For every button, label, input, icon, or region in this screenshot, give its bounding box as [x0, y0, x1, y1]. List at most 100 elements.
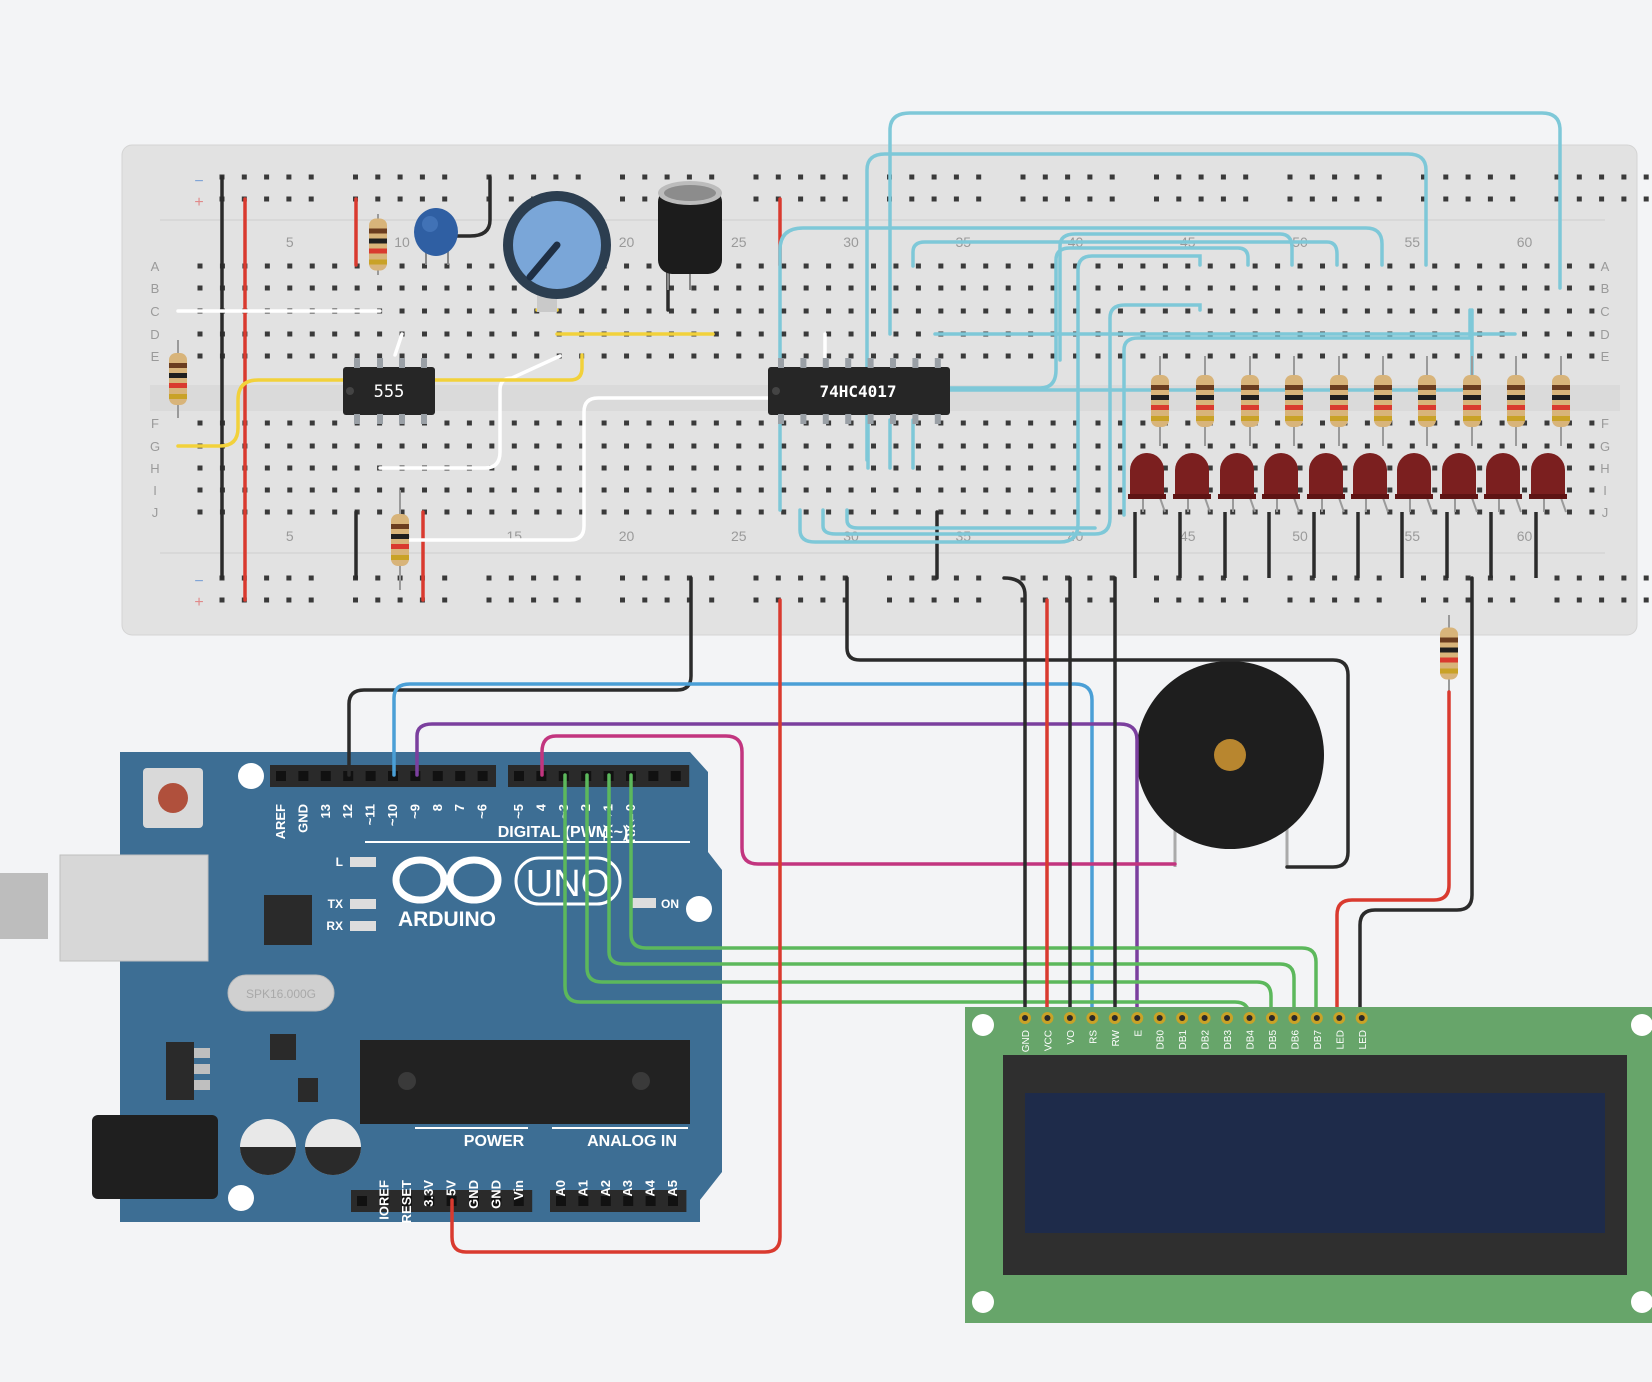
rail-hole[interactable] [843, 197, 848, 202]
breadboard-hole[interactable] [826, 488, 831, 493]
breadboard-hole[interactable] [1545, 444, 1550, 449]
breadboard-hole[interactable] [714, 510, 719, 515]
breadboard-hole[interactable] [1477, 466, 1482, 471]
rail-hole[interactable] [976, 197, 981, 202]
rail-hole[interactable] [820, 175, 825, 180]
header-pin[interactable] [671, 771, 681, 781]
breadboard-hole[interactable] [1522, 444, 1527, 449]
breadboard-hole[interactable] [467, 286, 472, 291]
breadboard-hole[interactable] [1589, 332, 1594, 337]
breadboard-hole[interactable] [804, 332, 809, 337]
rail-hole[interactable] [1288, 576, 1293, 581]
breadboard-hole[interactable] [647, 488, 652, 493]
breadboard-hole[interactable] [1365, 264, 1370, 269]
breadboard-hole[interactable] [893, 510, 898, 515]
breadboard-hole[interactable] [1096, 354, 1101, 359]
breadboard-hole[interactable] [1567, 510, 1572, 515]
header-pin[interactable] [514, 771, 524, 781]
rail-hole[interactable] [976, 576, 981, 581]
breadboard-hole[interactable] [1208, 444, 1213, 449]
rail-hole[interactable] [1555, 576, 1560, 581]
breadboard-hole[interactable] [377, 354, 382, 359]
breadboard-hole[interactable] [759, 488, 764, 493]
breadboard-hole[interactable] [332, 421, 337, 426]
breadboard-hole[interactable] [1140, 354, 1145, 359]
breadboard-hole[interactable] [893, 488, 898, 493]
breadboard-hole[interactable] [826, 354, 831, 359]
rail-hole[interactable] [1310, 598, 1315, 603]
breadboard-hole[interactable] [1365, 354, 1370, 359]
breadboard-hole[interactable] [444, 421, 449, 426]
rail-hole[interactable] [909, 175, 914, 180]
breadboard-hole[interactable] [1432, 264, 1437, 269]
breadboard-hole[interactable] [938, 264, 943, 269]
breadboard-hole[interactable] [1410, 354, 1415, 359]
breadboard-hole[interactable] [1298, 309, 1303, 314]
rail-hole[interactable] [1154, 175, 1159, 180]
breadboard-hole[interactable] [310, 264, 315, 269]
breadboard-hole[interactable] [1432, 354, 1437, 359]
lcd-module[interactable] [965, 1007, 1652, 1323]
rail-hole[interactable] [954, 576, 959, 581]
rail-hole[interactable] [1599, 576, 1604, 581]
breadboard-hole[interactable] [826, 264, 831, 269]
breadboard-hole[interactable] [669, 510, 674, 515]
rail-hole[interactable] [1510, 576, 1515, 581]
breadboard-hole[interactable] [602, 510, 607, 515]
breadboard-hole[interactable] [916, 264, 921, 269]
breadboard-hole[interactable] [534, 488, 539, 493]
breadboard-hole[interactable] [332, 354, 337, 359]
breadboard-hole[interactable] [1477, 264, 1482, 269]
breadboard-hole[interactable] [691, 354, 696, 359]
rail-hole[interactable] [665, 576, 670, 581]
breadboard-hole[interactable] [512, 444, 517, 449]
breadboard-hole[interactable] [1522, 332, 1527, 337]
breadboard-hole[interactable] [1387, 264, 1392, 269]
breadboard-hole[interactable] [444, 286, 449, 291]
breadboard-hole[interactable] [1096, 444, 1101, 449]
breadboard-hole[interactable] [467, 510, 472, 515]
breadboard-hole[interactable] [1500, 421, 1505, 426]
breadboard-hole[interactable] [198, 510, 203, 515]
breadboard-hole[interactable] [467, 264, 472, 269]
rail-hole[interactable] [754, 197, 759, 202]
rail-hole[interactable] [1644, 197, 1649, 202]
breadboard-hole[interactable] [602, 354, 607, 359]
breadboard-hole[interactable] [1230, 421, 1235, 426]
rail-hole[interactable] [754, 598, 759, 603]
breadboard-hole[interactable] [1140, 444, 1145, 449]
breadboard-hole[interactable] [1545, 309, 1550, 314]
breadboard-hole[interactable] [871, 466, 876, 471]
breadboard-hole[interactable] [400, 286, 405, 291]
breadboard-hole[interactable] [736, 421, 741, 426]
breadboard-hole[interactable] [1432, 488, 1437, 493]
breadboard-hole[interactable] [736, 444, 741, 449]
breadboard-hole[interactable] [355, 466, 360, 471]
rail-hole[interactable] [1043, 175, 1048, 180]
rail-hole[interactable] [754, 175, 759, 180]
breadboard-hole[interactable] [287, 466, 292, 471]
breadboard-hole[interactable] [938, 354, 943, 359]
breadboard-hole[interactable] [893, 354, 898, 359]
breadboard-hole[interactable] [1545, 421, 1550, 426]
breadboard-hole[interactable] [489, 332, 494, 337]
breadboard-hole[interactable] [1320, 421, 1325, 426]
breadboard-hole[interactable] [1028, 264, 1033, 269]
breadboard-hole[interactable] [198, 354, 203, 359]
breadboard-hole[interactable] [1006, 488, 1011, 493]
breadboard-hole[interactable] [916, 510, 921, 515]
rail-hole[interactable] [509, 175, 514, 180]
breadboard-hole[interactable] [1387, 444, 1392, 449]
breadboard-hole[interactable] [1298, 264, 1303, 269]
breadboard-hole[interactable] [467, 444, 472, 449]
breadboard-hole[interactable] [804, 309, 809, 314]
rail-hole[interactable] [442, 175, 447, 180]
breadboard-hole[interactable] [647, 264, 652, 269]
breadboard-hole[interactable] [983, 354, 988, 359]
breadboard-hole[interactable] [1006, 286, 1011, 291]
breadboard-hole[interactable] [512, 421, 517, 426]
breadboard-hole[interactable] [736, 510, 741, 515]
breadboard-hole[interactable] [781, 286, 786, 291]
breadboard-hole[interactable] [624, 264, 629, 269]
lcd-pin[interactable]: DB7 [1311, 1012, 1324, 1049]
